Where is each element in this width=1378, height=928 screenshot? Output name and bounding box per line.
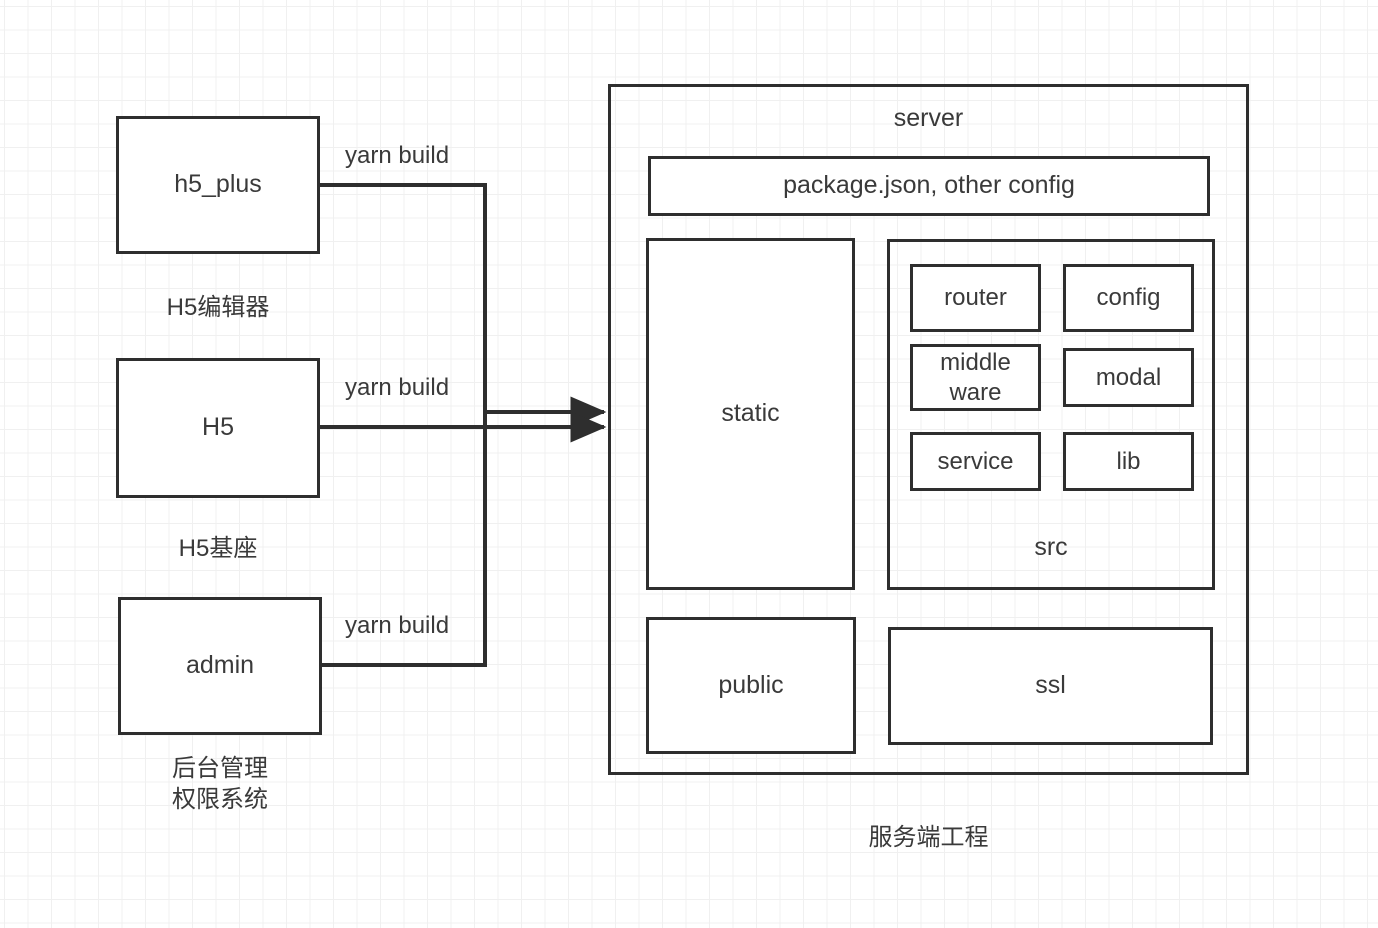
node-service[interactable]: service xyxy=(910,432,1041,491)
node-public[interactable]: public xyxy=(646,617,856,754)
caption-h5-plus: H5编辑器 xyxy=(166,294,270,321)
src-container[interactable] xyxy=(887,239,1215,590)
node-h5-plus-label: h5_plus xyxy=(174,170,262,199)
node-service-label: service xyxy=(937,447,1014,475)
server-title: server xyxy=(893,104,964,132)
node-config-label: config xyxy=(1096,284,1161,311)
node-h5-label: H5 xyxy=(202,413,234,442)
node-package-json-label: package.json, other config xyxy=(783,171,1075,200)
node-h5-plus[interactable]: h5_plus xyxy=(116,116,320,254)
node-static[interactable]: static xyxy=(646,238,855,590)
node-static-label: static xyxy=(721,399,780,428)
node-public-label: public xyxy=(718,670,784,699)
caption-admin: 后台管理 权限系统 xyxy=(172,755,268,814)
node-lib-label: lib xyxy=(1116,447,1141,475)
node-ssl[interactable]: ssl xyxy=(888,627,1213,745)
node-config[interactable]: config xyxy=(1063,264,1194,332)
server-container[interactable] xyxy=(608,84,1249,775)
edge-label-admin: yarn build xyxy=(345,612,450,639)
node-ssl-label: ssl xyxy=(1035,671,1066,700)
caption-h5: H5基座 xyxy=(178,535,258,562)
node-admin[interactable]: admin xyxy=(118,597,322,735)
node-router[interactable]: router xyxy=(910,264,1041,332)
node-admin-label: admin xyxy=(185,651,255,680)
node-modal-label: modal xyxy=(1095,363,1162,391)
node-h5[interactable]: H5 xyxy=(116,358,320,498)
node-package-json[interactable]: package.json, other config xyxy=(648,156,1210,216)
caption-server: 服务端工程 xyxy=(868,824,989,851)
node-middleware[interactable]: middle ware xyxy=(910,344,1041,411)
edge-label-h5: yarn build xyxy=(345,374,450,401)
edge-label-h5-plus: yarn build xyxy=(345,142,450,169)
src-label: src xyxy=(1034,533,1068,561)
node-middleware-label: middle ware xyxy=(940,348,1011,406)
node-router-label: router xyxy=(944,284,1007,311)
node-lib[interactable]: lib xyxy=(1063,432,1194,491)
node-modal[interactable]: modal xyxy=(1063,348,1194,407)
